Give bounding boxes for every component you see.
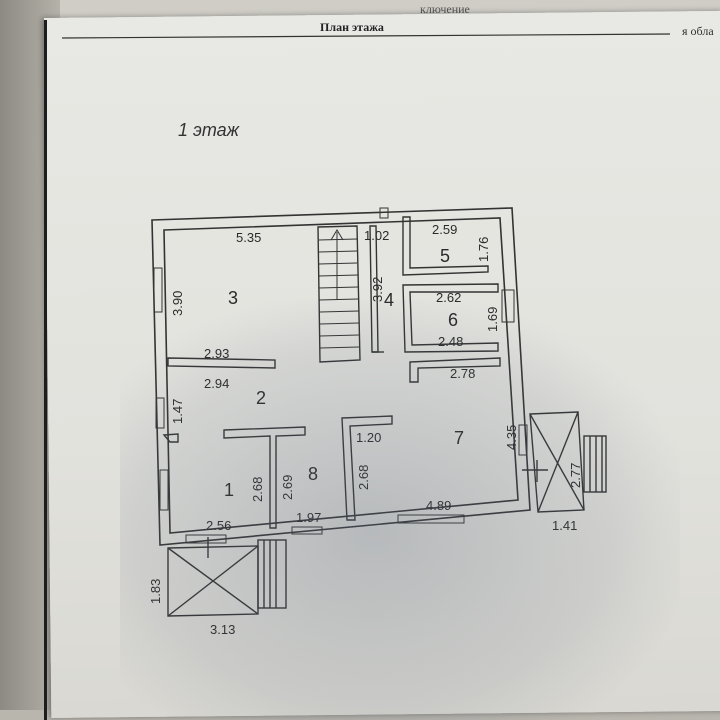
dim-r7-right: 4.35 xyxy=(504,425,519,450)
dim-r1-bottom: 2.56 xyxy=(206,518,231,533)
dim-r6-bottom: 2.48 xyxy=(438,334,463,349)
dim-r8-left: 2.69 xyxy=(280,475,295,500)
dim-porch-left-w: 3.13 xyxy=(210,622,235,637)
dimension-labels: 5.35 3.90 2.93 2.94 1.47 1.02 3.92 2.59 … xyxy=(148,222,583,637)
dim-r2-left: 1.47 xyxy=(170,399,185,424)
dim-r6-height: 1.69 xyxy=(485,307,500,332)
room-label-1: 1 xyxy=(224,480,234,500)
top-fragment-text: ключение xyxy=(420,2,470,16)
interior-walls xyxy=(162,216,501,529)
dim-r2-top: 2.94 xyxy=(204,376,229,391)
stair-treads xyxy=(318,229,360,349)
room-label-2: 2 xyxy=(256,388,266,408)
dim-r6-width: 2.62 xyxy=(436,290,461,305)
dim-r4-top: 1.02 xyxy=(364,228,389,243)
dim-porch-left-h: 1.83 xyxy=(148,579,163,604)
dim-r3-height: 3.90 xyxy=(170,291,185,316)
windows xyxy=(153,207,528,544)
room-label-5: 5 xyxy=(440,246,450,266)
dim-r1-right: 2.68 xyxy=(250,477,265,502)
dim-r5-height: 1.76 xyxy=(476,237,491,262)
room-label-6: 6 xyxy=(448,310,458,330)
floor-label: 1 этаж xyxy=(178,120,240,140)
room-label-7: 7 xyxy=(454,428,464,448)
room-labels: 3 4 5 6 2 7 1 8 xyxy=(224,246,464,500)
room-label-8: 8 xyxy=(308,464,318,484)
dim-r7-top: 2.78 xyxy=(450,366,475,381)
dim-r3-width: 5.35 xyxy=(236,230,261,245)
dim-r7-left: 2.68 xyxy=(356,465,371,490)
dim-r8-bottom: 1.97 xyxy=(296,510,321,525)
dim-r4-height: 3.92 xyxy=(370,277,385,302)
room-label-3: 3 xyxy=(228,288,238,308)
room-label-4: 4 xyxy=(384,290,394,310)
dim-r3-bottom: 2.93 xyxy=(204,346,229,361)
right-fragment-text: я обла xyxy=(682,24,714,38)
dim-porch-right-h: 2.77 xyxy=(568,463,583,488)
outer-walls xyxy=(151,207,531,546)
dim-r7-corridor: 1.20 xyxy=(356,430,381,445)
dim-r7-bottom: 4.89 xyxy=(426,498,451,513)
porch-left xyxy=(167,537,287,617)
porch-right xyxy=(522,411,607,513)
header-rule xyxy=(61,33,671,39)
sheet-edge xyxy=(44,20,47,720)
dim-porch-right-w: 1.41 xyxy=(552,518,577,533)
plan-title: План этажа xyxy=(320,20,384,34)
dim-r5-width: 2.59 xyxy=(432,222,457,237)
